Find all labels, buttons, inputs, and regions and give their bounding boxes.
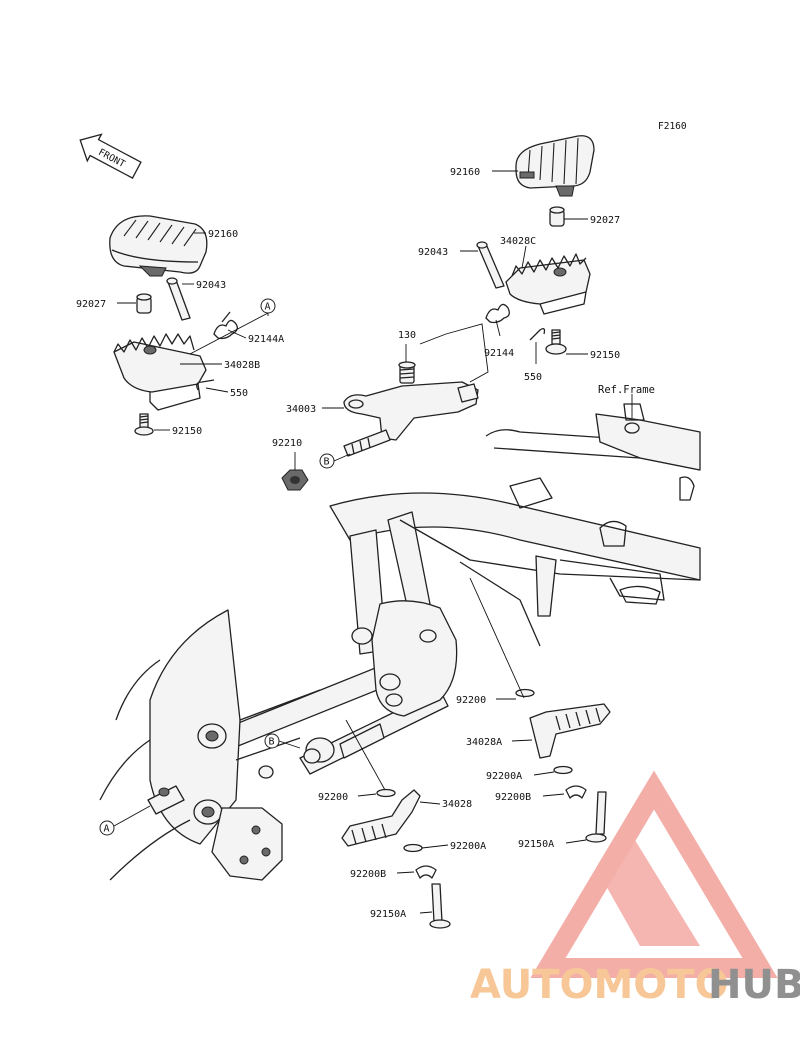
footpeg-34028 (341, 789, 421, 847)
watermark-logo-icon (530, 770, 778, 978)
label-92150A-upper: 92150A (518, 839, 554, 850)
label-92200B-lower: 92200B (350, 869, 386, 880)
label-92200A-upper: 92200A (486, 771, 522, 782)
part-labels: 92160 92043 92027 92144A 34028B 550 9215… (76, 167, 655, 920)
label-92144: 92144 (484, 348, 514, 359)
label-92210: 92210 (272, 438, 302, 449)
watermark-text-automoto: AUTOMOTO (470, 962, 729, 1008)
pin-92150A-lower (429, 883, 451, 929)
left-footpeg-rubber (109, 215, 208, 277)
right-footpeg-rubber (515, 135, 595, 197)
left-spring-92144A (213, 311, 238, 340)
svg-text:A: A (265, 302, 271, 313)
bracket-34003 (343, 381, 479, 457)
left-cotter-pin-550 (196, 379, 215, 391)
ref-frame-label: Ref.Frame (598, 384, 655, 396)
label-550-left: 550 (230, 388, 248, 399)
bolt-130 (398, 361, 416, 384)
label-92043-left: 92043 (196, 280, 226, 291)
label-92200B-upper: 92200B (495, 792, 531, 803)
front-arrow-icon: FRONT (79, 133, 142, 179)
label-92027-right: 92027 (590, 215, 620, 226)
right-footpeg-34028C (505, 253, 591, 315)
watermark-text-hub: HUB (708, 962, 800, 1008)
label-92043-right: 92043 (418, 247, 448, 258)
label-92200-lower: 92200 (318, 792, 348, 803)
label-92160-left: 92160 (208, 229, 238, 240)
label-34028A: 34028A (466, 737, 502, 748)
label-92160-right: 92160 (450, 167, 480, 178)
callout-a-lower: A (99, 820, 115, 836)
svg-text:B: B (324, 457, 330, 468)
label-92200-upper: 92200 (456, 695, 486, 706)
callout-a-upper: A (260, 298, 276, 314)
left-bolt-92150 (134, 413, 154, 436)
nut-92210 (281, 469, 309, 491)
label-92144A: 92144A (248, 334, 284, 345)
label-34028C: 34028C (500, 236, 536, 247)
left-footpeg-34028B (113, 333, 207, 411)
washer-92200-lower (376, 788, 396, 798)
left-collar-92027 (136, 293, 152, 314)
footpeg-34028A (529, 703, 611, 759)
svg-text:B: B (269, 737, 275, 748)
label-130: 130 (398, 330, 416, 341)
right-collar-92027 (549, 206, 565, 227)
washer-92200A-lower (403, 843, 423, 853)
label-92150-right: 92150 (590, 350, 620, 361)
callout-b-lower: B (264, 733, 280, 749)
washer-92200A-upper (553, 765, 573, 775)
motorcycle-frame (99, 403, 701, 881)
label-92200A-lower: 92200A (450, 841, 486, 852)
label-92027-left: 92027 (76, 299, 106, 310)
label-92150-left: 92150 (172, 426, 202, 437)
right-cotter-pin-550 (529, 328, 546, 341)
right-spring-92144 (485, 303, 510, 324)
callout-b-upper: B (319, 453, 335, 469)
automotohub-watermark: AUTOMOTO HUB (470, 770, 800, 1008)
right-pin-92043 (476, 241, 505, 289)
label-34003: 34003 (286, 404, 316, 415)
washer-92200-upper (515, 688, 535, 698)
leader-lines (113, 170, 633, 914)
right-bolt-92150 (545, 329, 567, 355)
label-34028B: 34028B (224, 360, 260, 371)
label-92150A-lower: 92150A (370, 909, 406, 920)
pin-92150A-upper (585, 791, 607, 843)
svg-text:A: A (104, 824, 110, 835)
figure-code: F2160 (658, 121, 687, 132)
clip-92200B-lower (415, 865, 437, 879)
label-550-right: 550 (524, 372, 542, 383)
clip-92200B-upper (565, 785, 587, 799)
left-pin-92043 (166, 277, 191, 321)
label-34028: 34028 (442, 799, 472, 810)
